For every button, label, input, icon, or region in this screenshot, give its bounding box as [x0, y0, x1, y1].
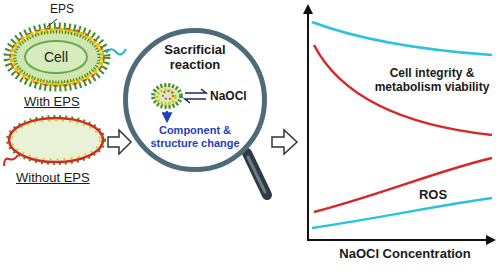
- trend-chart: [303, 4, 496, 245]
- axis-label: NaOCl Concentration: [325, 246, 485, 262]
- reagent-label: NaOCl: [210, 89, 262, 103]
- cell-body: Cell: [24, 40, 88, 74]
- magnifier-lens: Sacrificial reactionNaOClComponent & str…: [123, 28, 267, 172]
- cell-label: Cell: [44, 48, 68, 66]
- eps-blob: [153, 85, 181, 107]
- curve-label: Cell integrity & metabolism viability: [370, 66, 494, 94]
- curve-label: ROS: [416, 187, 450, 203]
- bare-cell: [4, 116, 105, 166]
- leader-line: [47, 19, 57, 27]
- block-arrow: [272, 130, 297, 154]
- panel-label: With EPS: [24, 94, 100, 110]
- outline-shape: [126, 31, 265, 170]
- panel-label: Without EPS: [16, 170, 112, 186]
- reaction-title: Sacrificial reaction: [145, 42, 245, 72]
- magnifier: [125, 30, 267, 195]
- outline-shape: [25, 41, 87, 73]
- equilibrium-arrows: [185, 89, 206, 103]
- part-label: EPS: [50, 2, 84, 17]
- eps-coated-cell: [7, 26, 126, 88]
- process-note: Component & structure change: [145, 124, 245, 149]
- down-arrow: [166, 111, 168, 121]
- block-arrow: [108, 130, 131, 154]
